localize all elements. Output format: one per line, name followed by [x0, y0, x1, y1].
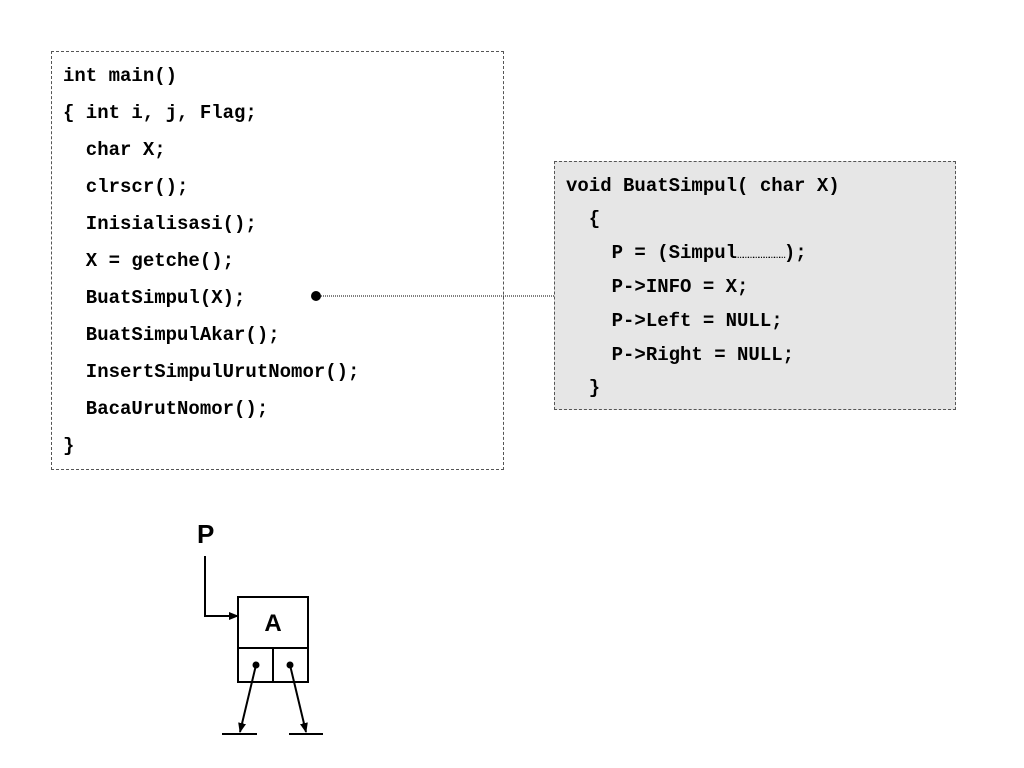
main-code-line: Inisialisasi(); [63, 213, 257, 235]
main-code-line: BuatSimpulAkar(); [63, 324, 280, 346]
function-code-line: void BuatSimpul( char X) [566, 175, 840, 197]
main-code-line: { int i, j, Flag; [63, 102, 257, 124]
function-code-line: P->Left = NULL; [566, 310, 783, 332]
main-code-line: clrscr(); [63, 176, 189, 198]
function-code-line: } [566, 377, 601, 399]
main-code-line-call: BuatSimpul(X); [63, 287, 246, 309]
right-link-arrow [289, 664, 308, 733]
malloc-prefix: P = (Simpul [566, 242, 738, 264]
connector-dot [311, 291, 321, 301]
main-code-line: char X; [63, 139, 166, 161]
pointer-label: P [197, 519, 215, 549]
function-code-box: void BuatSimpul( char X) { P = (Simpul……… [554, 161, 956, 410]
pointer-arrow [204, 556, 239, 620]
function-code-line: P->INFO = X; [566, 276, 749, 298]
main-code-line: BacaUrutNomor(); [63, 398, 269, 420]
main-code-box: int main() { int i, j, Flag; char X; clr… [51, 51, 504, 470]
function-code-line: P->Right = NULL; [566, 344, 795, 366]
main-code-line: int main() [63, 65, 178, 87]
node-info-label: A [264, 610, 282, 637]
blank-dots: ……………………… [737, 248, 786, 262]
main-code-line: X = getche(); [63, 250, 235, 272]
main-code-line: InsertSimpulUrutNomor(); [63, 361, 360, 383]
left-link-arrow [238, 664, 257, 733]
function-code-line-malloc: P = (Simpul………………………); [566, 241, 807, 267]
malloc-suffix: ); [783, 242, 807, 264]
function-code-line: { [566, 208, 601, 230]
main-code-line: } [63, 435, 75, 457]
